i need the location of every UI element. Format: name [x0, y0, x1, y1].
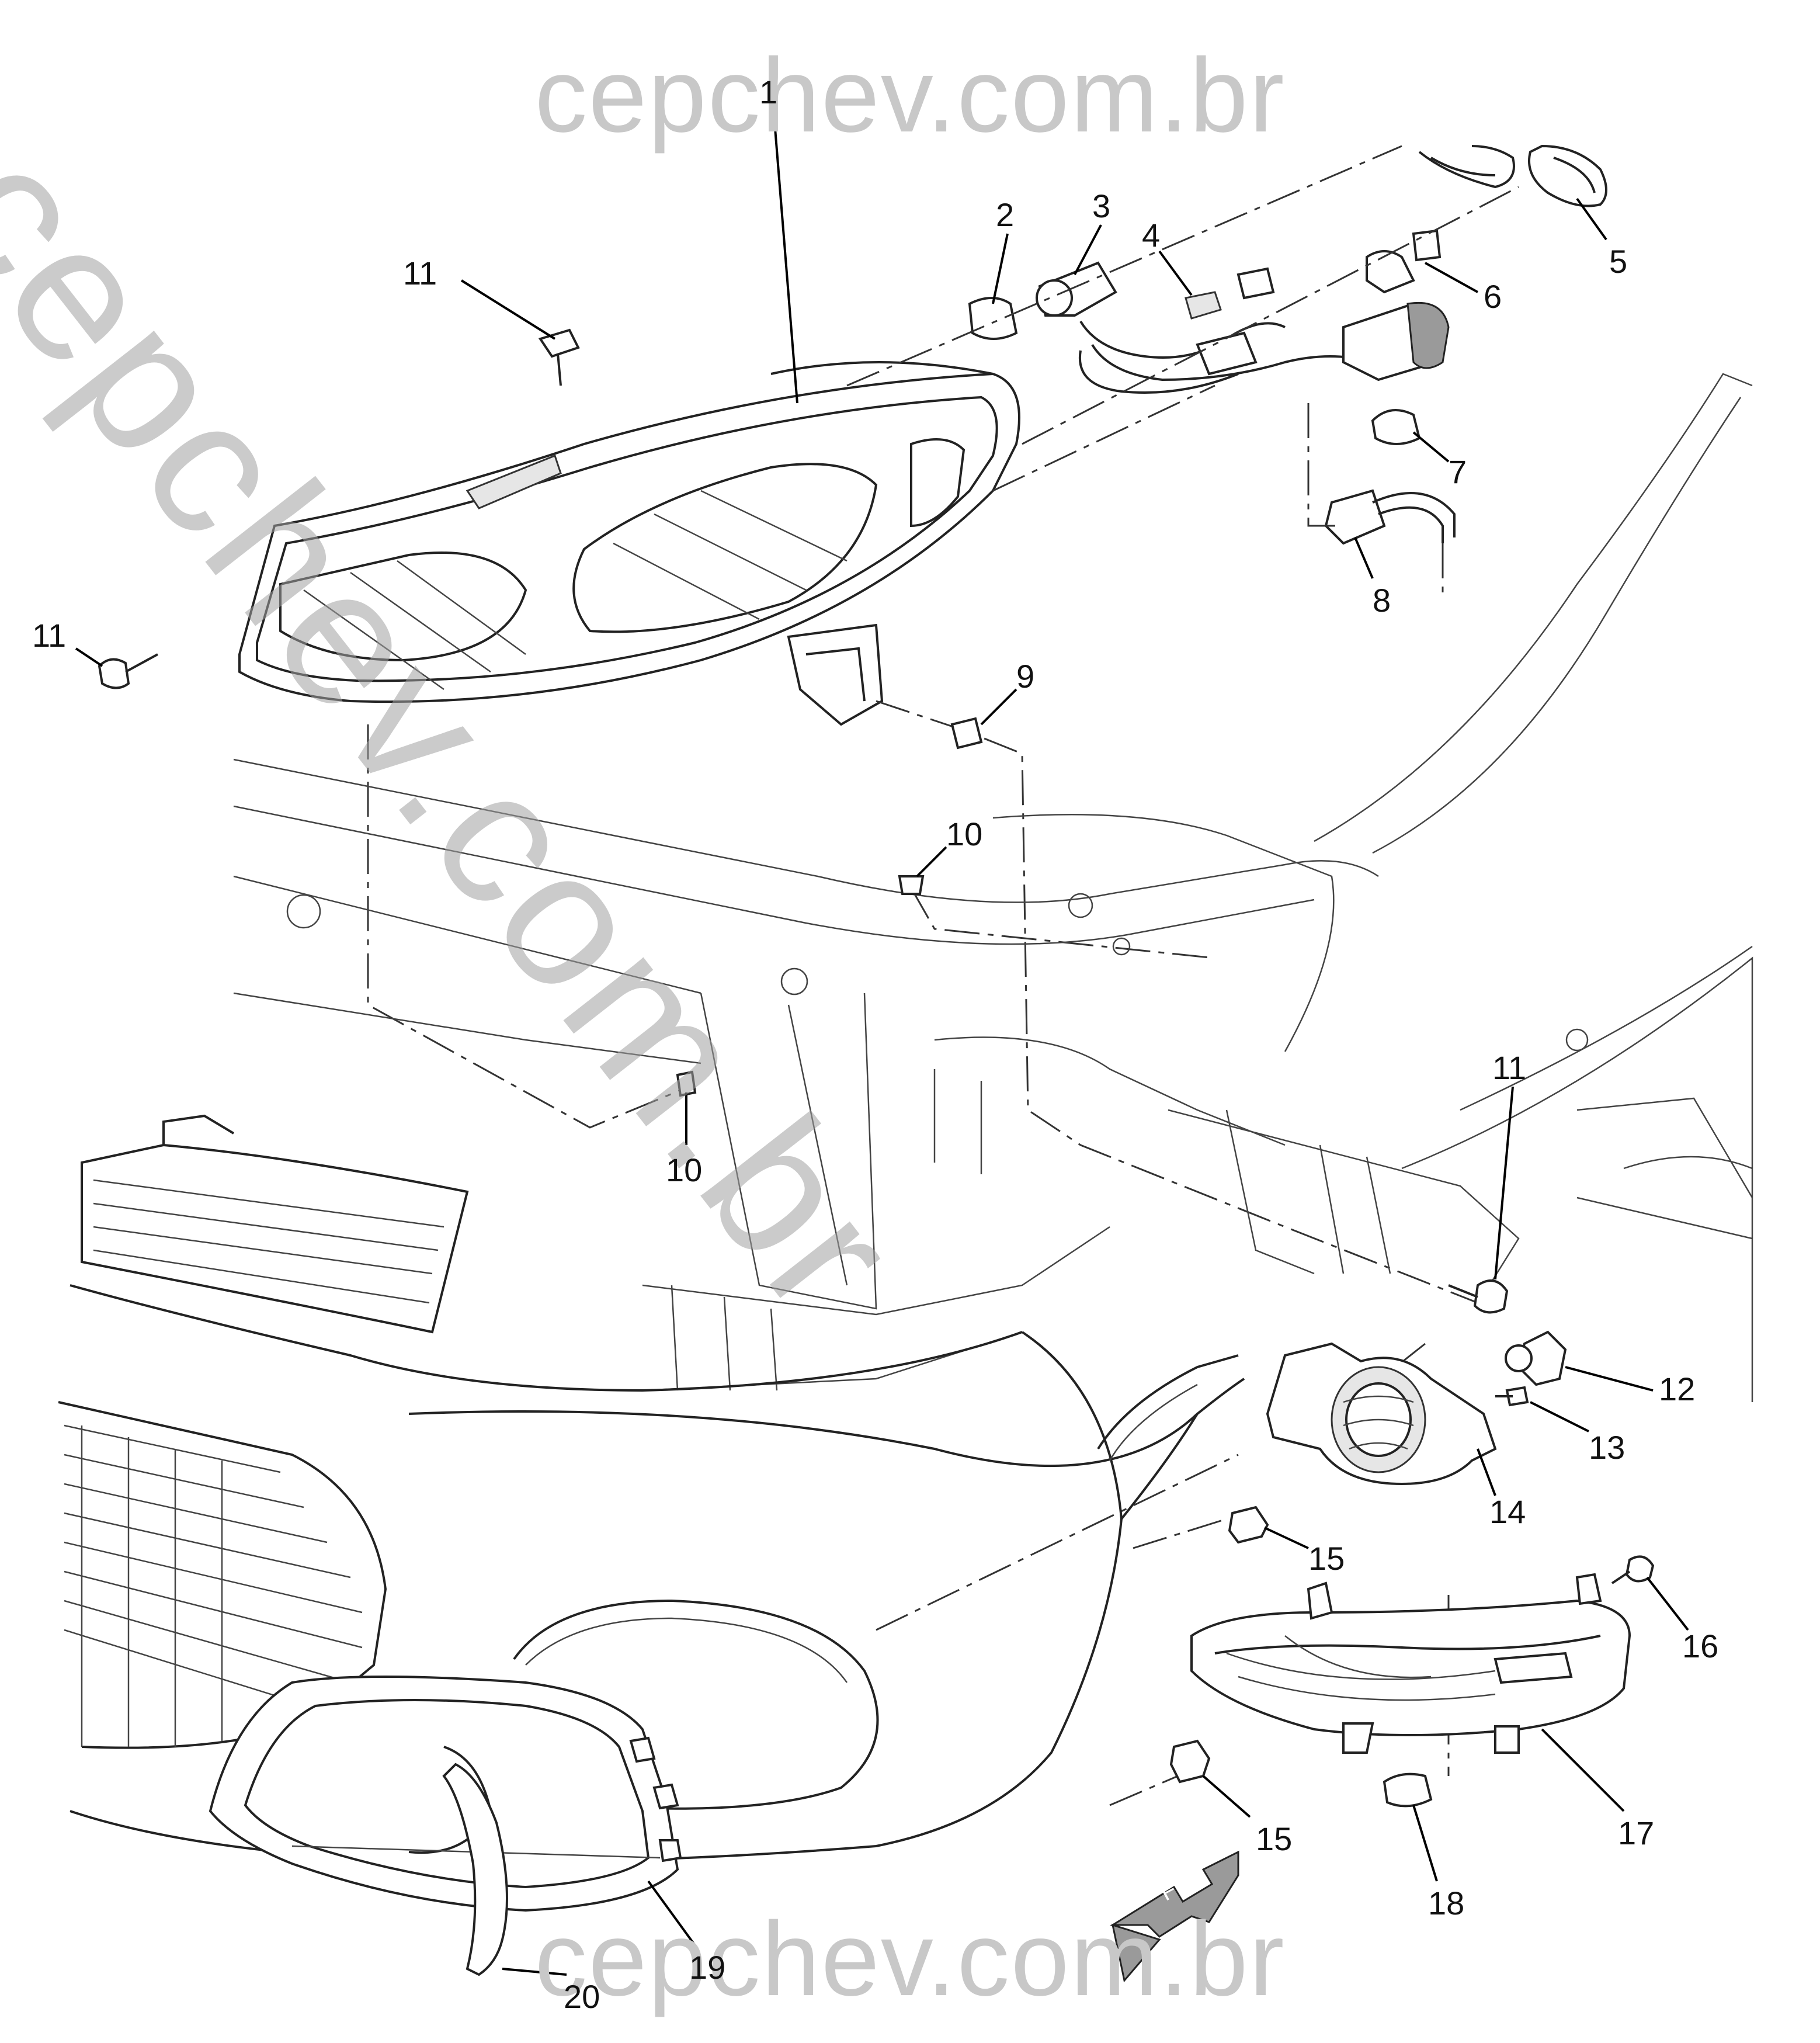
- callout-14: 14: [1489, 1493, 1526, 1530]
- callout-4: 4: [1142, 217, 1161, 254]
- leader-lines: [75, 113, 1689, 1976]
- callout-5: 5: [1609, 243, 1628, 280]
- headlamp-bulb-cover: [1418, 144, 1607, 207]
- callout-9: 9: [1016, 658, 1035, 695]
- callout-10-lower: 10: [666, 1151, 703, 1188]
- callout-1: 1: [759, 74, 778, 110]
- watermark-top: cepchev.com.br: [534, 37, 1286, 154]
- callout-13: 13: [1589, 1429, 1626, 1466]
- callout-15-upper: 15: [1308, 1540, 1345, 1577]
- fog-lamp-bezel: [209, 1676, 682, 1976]
- watermark-bottom: cepchev.com.br: [534, 1900, 1286, 2018]
- callout-15-lower: 15: [1256, 1820, 1293, 1857]
- callout-11-left: 11: [32, 617, 67, 654]
- callout-16: 16: [1682, 1628, 1719, 1664]
- callout-11-right: 11: [1492, 1049, 1527, 1086]
- callout-6: 6: [1484, 278, 1502, 315]
- upper-grille: [70, 1114, 1023, 1392]
- callout-19: 19: [689, 1949, 726, 1986]
- headlamp-assembly: [238, 361, 1020, 726]
- fender-edge: [1097, 1354, 1239, 1461]
- front-direction-arrow: [1109, 1850, 1239, 1983]
- callout-2: 2: [996, 196, 1015, 233]
- callout-18: 18: [1428, 1885, 1465, 1921]
- callout-17: 17: [1618, 1815, 1655, 1851]
- fog-lamp: [1190, 1573, 1631, 1808]
- callout-20: 20: [564, 1978, 600, 2015]
- fog-lamp-bracket: [1266, 1330, 1567, 1486]
- callout-7: 7: [1449, 453, 1467, 490]
- callout-11-top: 11: [403, 255, 437, 292]
- callout-12: 12: [1659, 1371, 1696, 1407]
- bulb-socket-group: [968, 229, 1456, 545]
- fasteners: [98, 328, 1655, 1584]
- callout-3: 3: [1092, 188, 1111, 224]
- callout-8: 8: [1373, 582, 1391, 619]
- body-structure: [233, 373, 1753, 1402]
- callout-10-upper: 10: [946, 816, 983, 852]
